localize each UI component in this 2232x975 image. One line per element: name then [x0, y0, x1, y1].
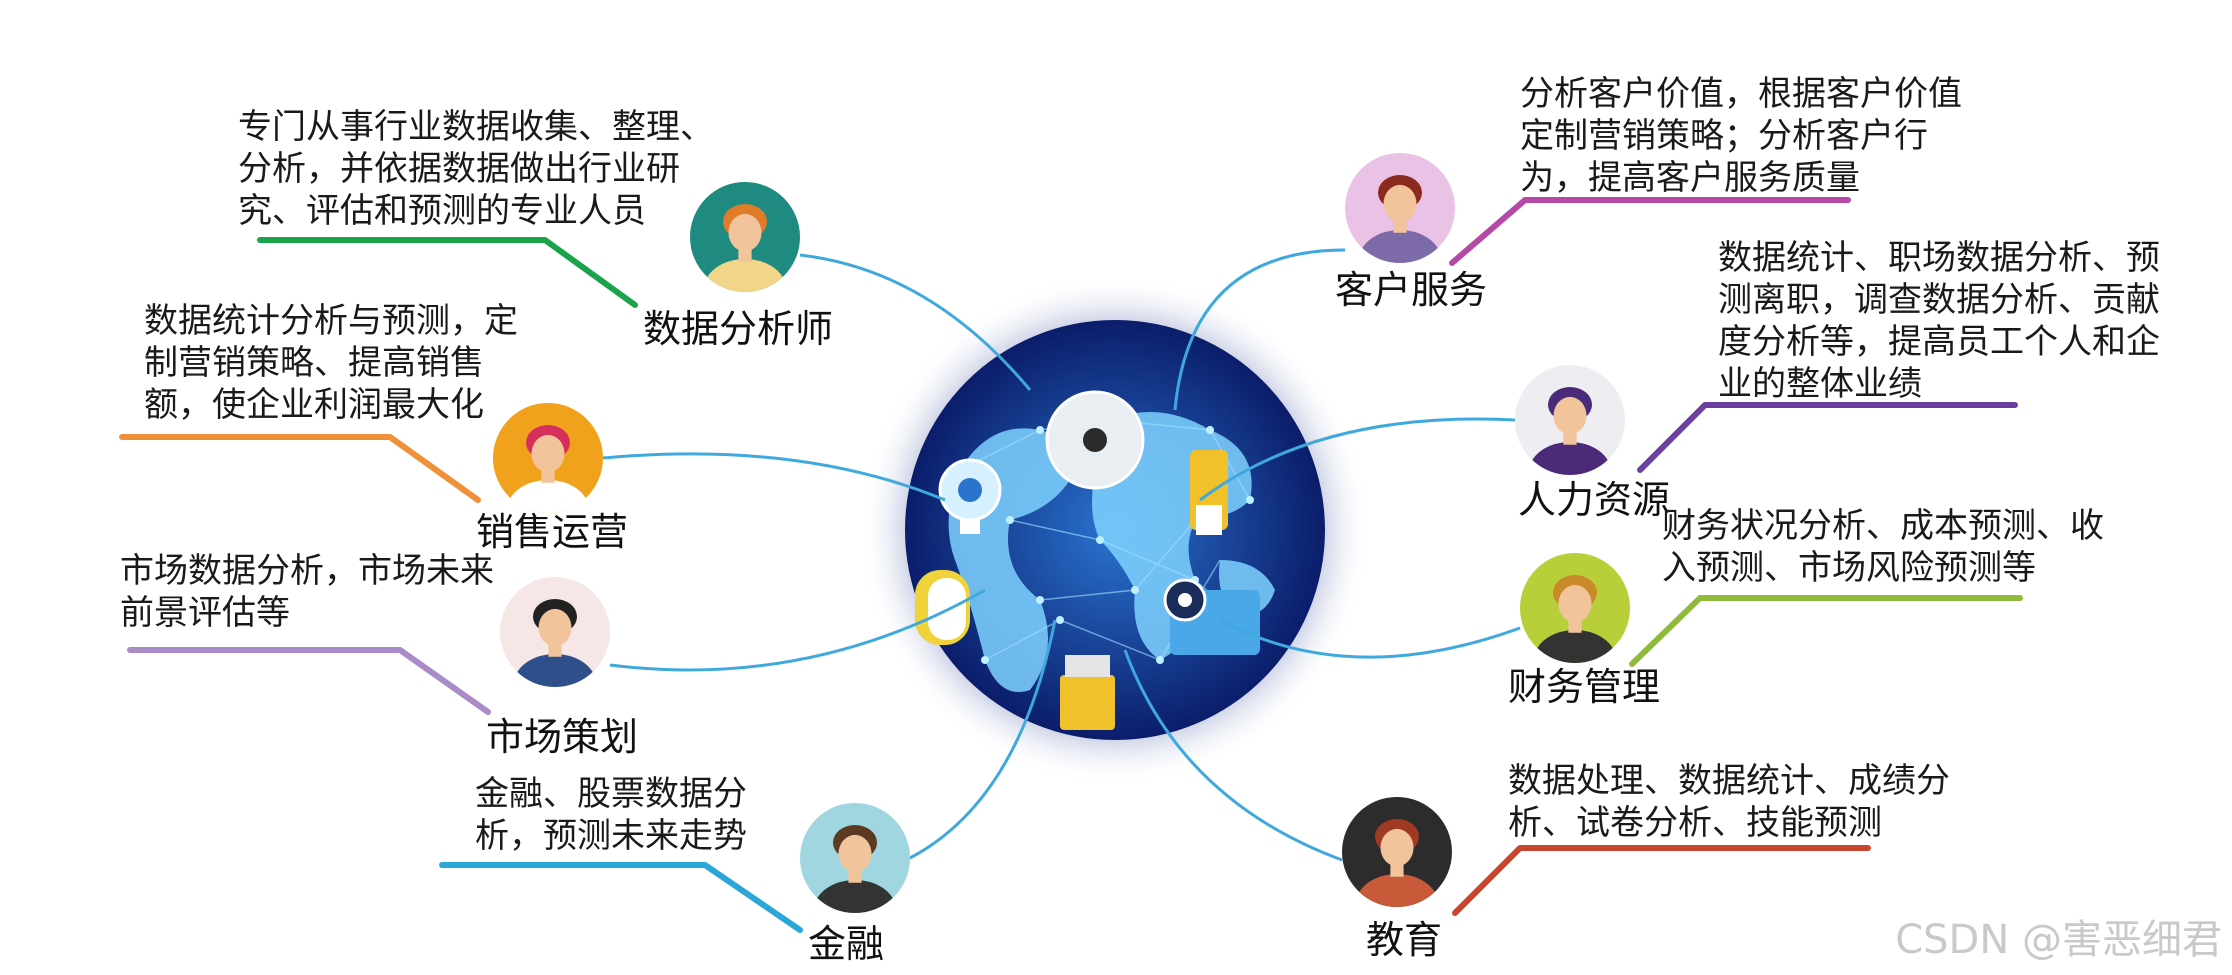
underline-education — [1452, 845, 1871, 916]
flash-drive-icon — [1190, 450, 1228, 535]
globe-illustration — [860, 275, 1370, 785]
avatar-finmgmt — [1520, 553, 1630, 663]
avatar-face-finmgmt — [1558, 584, 1592, 623]
avatar-face-customer — [1383, 184, 1417, 223]
role-title-education: 教育 — [1366, 918, 1443, 962]
cd-icon — [1045, 390, 1145, 490]
underline-customer — [1449, 197, 1851, 266]
usb-icon — [1060, 655, 1115, 730]
role-title-customer: 客户服务 — [1335, 268, 1488, 312]
avatar-body-customer — [1358, 230, 1442, 263]
hard-drive-icon — [1163, 578, 1260, 655]
avatar-marketing — [500, 577, 610, 687]
avatar-education — [1342, 797, 1452, 907]
connector-education — [1123, 649, 1343, 862]
underline-hr — [1637, 402, 2018, 473]
avatar-face-sales — [531, 434, 565, 473]
avatar-figure-hr — [1528, 387, 1612, 475]
connector-sales — [602, 452, 946, 502]
avatar-face-hr — [1553, 396, 1587, 435]
role-title-hr: 人力资源 — [1518, 478, 1671, 522]
role-desc-finmgmt: 财务状况分析、成本预测、收 入预测、市场风险预测等 — [1662, 506, 2104, 588]
webcam-icon — [938, 458, 1002, 534]
avatar-analyst — [690, 182, 800, 292]
avatar-figure-analyst — [703, 204, 787, 292]
avatar-body-marketing — [513, 654, 597, 687]
role-desc-hr: 数据统计、职场数据分析、预 测离职，调查数据分析、贡献 度分析等，提高员工个人和… — [1718, 238, 2160, 404]
avatar-body-sales — [506, 480, 590, 513]
role-title-finance: 金融 — [808, 922, 885, 966]
connector-hr — [1199, 417, 1516, 502]
role-desc-finance: 金融、股票数据分 析，预测未来走势 — [475, 774, 747, 856]
role-title-analyst: 数据分析师 — [643, 307, 834, 351]
avatar-body-analyst — [703, 259, 787, 292]
avatar-figure-marketing — [513, 599, 597, 687]
avatar-sales — [493, 403, 603, 513]
role-desc-sales: 数据统计分析与预测，定 制营销策略、提高销售 额，使企业利润最大化 — [144, 301, 518, 425]
connector-analyst — [799, 253, 1032, 391]
watermark: CSDN @害恶细君 — [1895, 917, 2222, 963]
avatar-figure-finance — [813, 825, 897, 913]
avatar-figure-education — [1355, 819, 1439, 907]
connector-marketing — [609, 588, 986, 672]
avatar-body-finmgmt — [1533, 630, 1617, 663]
role-title-marketing: 市场策划 — [486, 715, 639, 759]
connector-finmgmt — [1219, 618, 1521, 659]
avatar-figure-sales — [506, 425, 590, 513]
connector-lines — [602, 248, 1521, 862]
underline-finmgmt — [1629, 595, 2023, 667]
underline-marketing — [127, 647, 491, 715]
role-title-sales: 销售运营 — [476, 510, 629, 554]
avatar-body-finance — [813, 880, 897, 913]
role-desc-education: 数据处理、数据统计、成绩分 析、试卷分析、技能预测 — [1508, 761, 1950, 843]
avatar-face-education — [1380, 828, 1414, 867]
avatar-face-marketing — [538, 608, 572, 647]
underline-finance — [439, 862, 803, 933]
avatar-figure-customer — [1358, 175, 1442, 263]
avatar-hr — [1515, 365, 1625, 475]
avatar-body-education — [1355, 874, 1439, 907]
avatar-finance — [800, 803, 910, 913]
underline-sales — [119, 434, 481, 503]
underline-analyst — [257, 237, 638, 308]
avatar-customer — [1345, 153, 1455, 263]
avatar-face-analyst — [728, 213, 762, 252]
mouse-icon — [915, 570, 970, 645]
role-desc-marketing: 市场数据分析，市场未来 前景评估等 — [120, 551, 494, 633]
connector-finance — [909, 619, 1057, 860]
role-desc-customer: 分析客户价值，根据客户价值 定制营销策略；分析客户行 为，提高客户服务质量 — [1520, 74, 1962, 198]
role-desc-analyst: 专门从事行业数据收集、整理、 分析，并依据数据做出行业研 究、评估和预测的专业人… — [238, 107, 714, 231]
avatar-figure-finmgmt — [1533, 575, 1617, 663]
description-underlines — [119, 197, 2023, 933]
role-avatars — [493, 153, 1630, 913]
role-title-finmgmt: 财务管理 — [1508, 665, 1661, 709]
connector-customer — [1173, 248, 1346, 411]
avatar-face-finance — [838, 834, 872, 873]
avatar-body-hr — [1528, 442, 1612, 475]
